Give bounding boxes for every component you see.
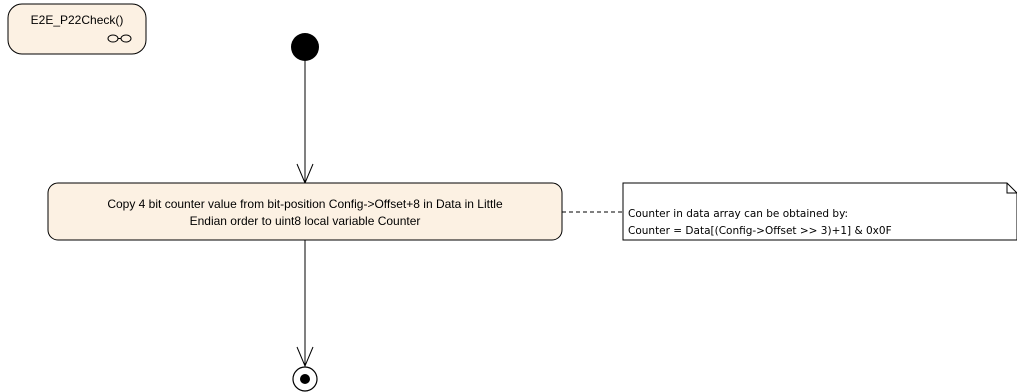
control-flow-start[interactable] [296, 61, 314, 185]
note[interactable]: Counter in data array can be obtained by… [622, 182, 1017, 241]
note-box [622, 182, 1017, 241]
final-node[interactable] [292, 366, 318, 392]
initial-node[interactable] [291, 33, 319, 61]
note-text-line2: Counter = Data[(Config->Offset >> 3)+1] … [628, 225, 892, 237]
note-text-line1: Counter in data array can be obtained by… [628, 208, 848, 220]
action-text-line2: Endian order to uint8 local variable Cou… [190, 214, 421, 228]
note-corner-fold [1006, 183, 1017, 194]
rake-icon [107, 34, 132, 43]
control-flow-end[interactable] [296, 240, 314, 368]
activity-frame[interactable]: E2E_P22Check() [7, 3, 147, 55]
activity-frame-box [7, 3, 147, 55]
action-box [47, 182, 563, 241]
activity-frame-title: E2E_P22Check() [31, 13, 124, 27]
action-text-line1: Copy 4 bit counter value from bit-positi… [107, 197, 503, 211]
action-node[interactable]: Copy 4 bit counter value from bit-positi… [47, 182, 563, 241]
